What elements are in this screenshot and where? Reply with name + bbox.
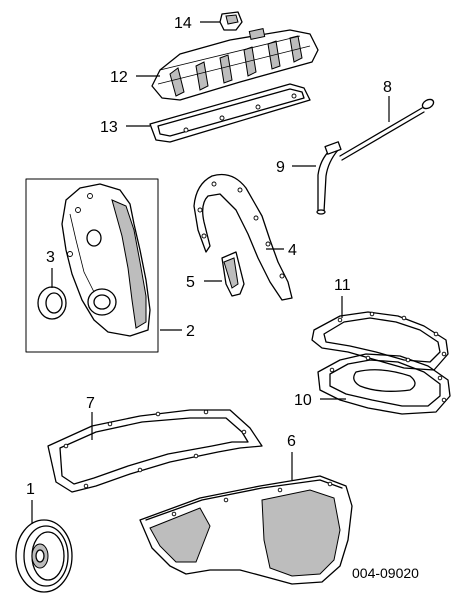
callout-9: 9 <box>276 159 285 176</box>
timing-cover-frame <box>25 178 159 353</box>
callout-2: 2 <box>186 323 195 340</box>
crankshaft-oil-slinger <box>221 251 245 297</box>
callout-5: 5 <box>186 274 195 291</box>
valve-cover-gasket <box>149 83 311 143</box>
callout-labels: 14 12 13 8 9 3 2 4 5 11 10 7 6 1 <box>26 15 392 498</box>
callout-13: 13 <box>100 119 118 136</box>
oil-pan-windage-tray <box>317 353 451 415</box>
callout-11: 11 <box>334 277 351 294</box>
callout-8: 8 <box>383 79 392 96</box>
oil-pan-gasket-large <box>47 409 263 493</box>
oil-pan <box>139 475 353 585</box>
oil-pan-gasket <box>311 311 449 371</box>
leader-lines <box>31 21 390 524</box>
callout-12: 12 <box>110 69 128 86</box>
timing-cover <box>61 183 151 337</box>
crankshaft-pulley <box>15 519 73 593</box>
oil-filler-cap <box>219 11 243 31</box>
callout-4: 4 <box>288 242 297 259</box>
callout-7: 7 <box>86 395 95 412</box>
callout-6: 6 <box>287 433 296 450</box>
callout-14: 14 <box>174 15 192 32</box>
callout-1: 1 <box>26 481 35 498</box>
dipstick <box>339 98 435 161</box>
callout-3: 3 <box>46 249 55 266</box>
callout-10: 10 <box>294 392 312 409</box>
valve-cover <box>151 28 319 101</box>
dipstick-tube <box>316 141 342 215</box>
diagram-code: 004-09020 <box>352 565 419 581</box>
front-seal <box>37 286 67 320</box>
timing-cover-gasket <box>193 173 293 301</box>
